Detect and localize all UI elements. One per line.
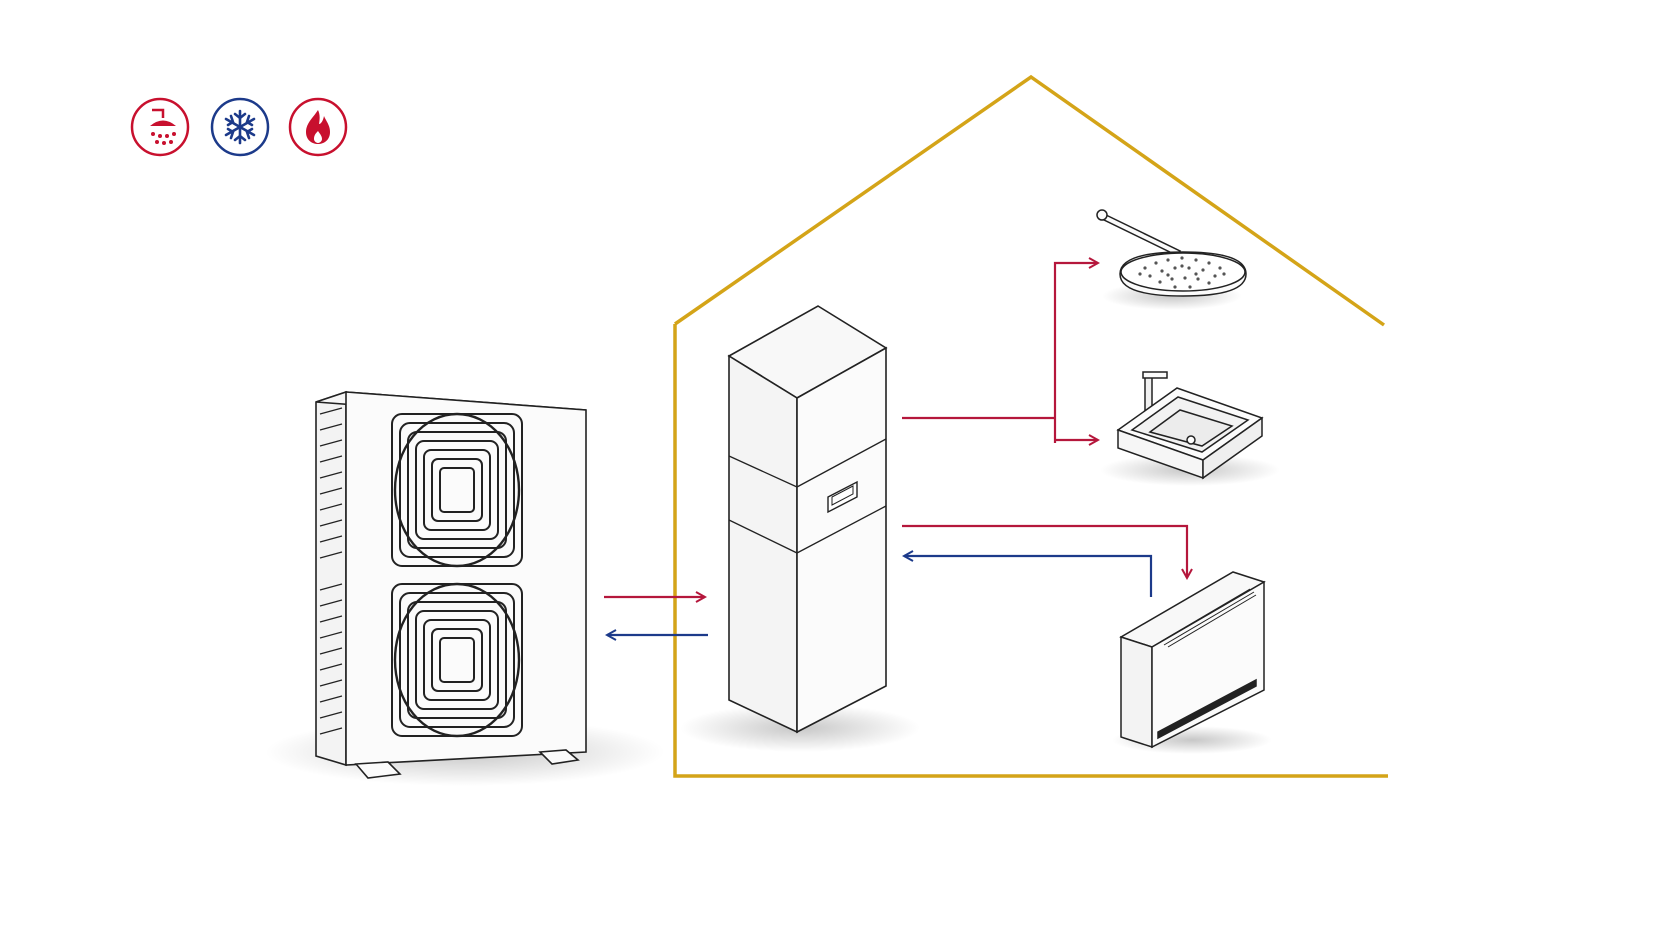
washbasin-icon — [1100, 371, 1280, 486]
flow-arrow-hot-to-fan-coil — [902, 524, 1187, 578]
rain-shower-head-icon — [1096, 209, 1247, 310]
outdoor-heat-pump-icon — [265, 390, 665, 786]
fan-coil-unit-icon — [1112, 571, 1272, 754]
house-walls — [673, 324, 1388, 778]
shower-hot-water-icon[interactable] — [130, 97, 190, 157]
house-outline — [674, 74, 1386, 327]
indoor-hydro-unit-icon — [680, 305, 920, 752]
flame-heating-icon[interactable] — [288, 97, 348, 157]
flow-arrow-cold-return-from-fan-coil — [904, 556, 1153, 597]
snowflake-cooling-icon[interactable] — [210, 97, 270, 157]
flow-arrow-hot-to-shower-and-sink — [902, 263, 1098, 443]
